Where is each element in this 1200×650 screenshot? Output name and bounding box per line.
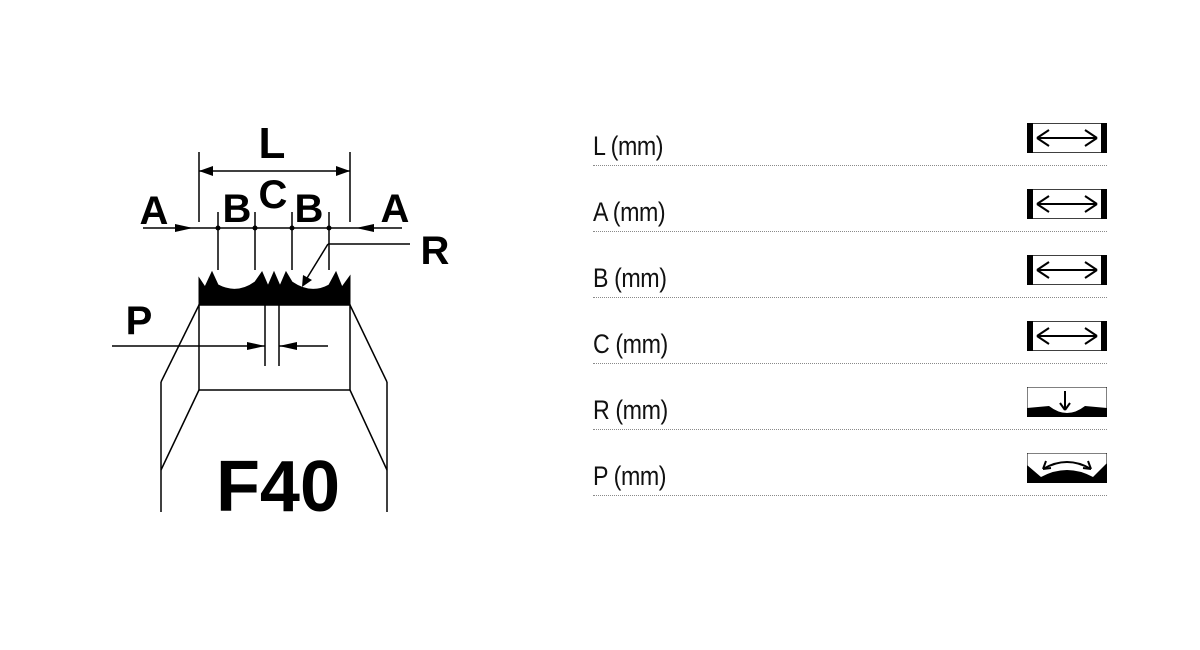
f40-belt-profile-diagram: L A B C B A R P F40 bbox=[112, 119, 450, 527]
spec-label-p: P (mm) bbox=[593, 461, 667, 491]
spec-row-b: B (mm) bbox=[593, 232, 1107, 298]
spec-row-p: P (mm) bbox=[593, 430, 1107, 496]
dimension-label-b-left: B bbox=[223, 187, 252, 231]
radius-arrow-icon bbox=[1027, 387, 1107, 417]
width-arrow-icon bbox=[1027, 255, 1107, 285]
width-arrow-icon bbox=[1027, 189, 1107, 219]
spec-row-r: R (mm) bbox=[593, 364, 1107, 430]
dimension-label-r: R bbox=[421, 229, 450, 273]
spec-row-l: L (mm) bbox=[593, 100, 1107, 166]
belt-model-label: F40 bbox=[216, 447, 340, 527]
pitch-arc-icon bbox=[1027, 453, 1107, 483]
spec-label-c: C (mm) bbox=[593, 329, 668, 359]
dimension-spec-list: L (mm) A (mm) B (mm) bbox=[593, 100, 1107, 496]
width-arrow-icon bbox=[1027, 321, 1107, 351]
dimension-label-c: C bbox=[259, 173, 288, 217]
dimension-label-a-left: A bbox=[140, 189, 169, 233]
dimension-label-l: L bbox=[259, 119, 286, 168]
width-arrow-icon bbox=[1027, 123, 1107, 153]
spec-label-a: A (mm) bbox=[593, 197, 666, 227]
dimension-label-p: P bbox=[126, 299, 153, 343]
spec-label-l: L (mm) bbox=[593, 131, 664, 161]
spec-label-b: B (mm) bbox=[593, 263, 667, 293]
spec-row-c: C (mm) bbox=[593, 298, 1107, 364]
dimension-label-b-right: B bbox=[295, 187, 324, 231]
dimension-label-a-right: A bbox=[381, 187, 410, 231]
spec-label-r: R (mm) bbox=[593, 395, 668, 425]
spec-row-a: A (mm) bbox=[593, 166, 1107, 232]
